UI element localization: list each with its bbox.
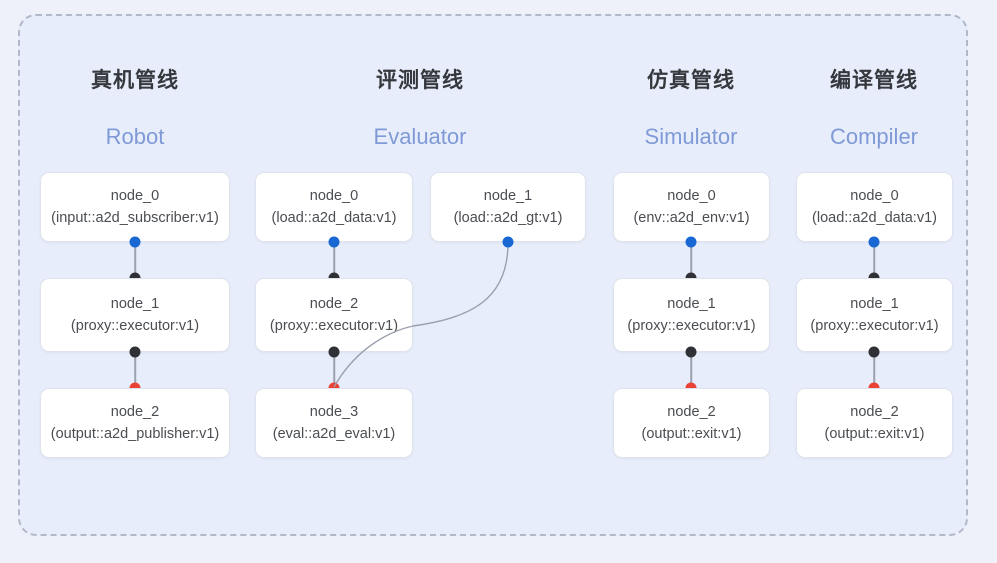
node-compiler-1[interactable]: node_1 (proxy::executor:v1) bbox=[796, 278, 953, 352]
node-type: (load::a2d_gt:v1) bbox=[453, 210, 563, 226]
column-title-evaluator-en: Evaluator bbox=[373, 124, 467, 149]
column-title-simulator-cn: 仿真管线 bbox=[647, 69, 735, 92]
edge-evaluator-0-2 bbox=[333, 242, 335, 278]
node-compiler-2[interactable]: node_2 (output::exit:v1) bbox=[796, 388, 953, 458]
node-type: (proxy::executor:v1) bbox=[627, 318, 756, 334]
edge-robot-0-1 bbox=[134, 242, 136, 278]
edge-simulator-0-1 bbox=[690, 242, 692, 278]
node-simulator-2[interactable]: node_2 (output::exit:v1) bbox=[613, 388, 770, 458]
edge-compiler-1-2 bbox=[873, 352, 875, 388]
node-compiler-0[interactable]: node_0 (load::a2d_data:v1) bbox=[796, 172, 953, 242]
node-type: (load::a2d_data:v1) bbox=[812, 210, 937, 226]
node-evaluator-3[interactable]: node_3 (eval::a2d_eval:v1) bbox=[255, 388, 413, 458]
node-name: node_2 bbox=[667, 404, 716, 420]
node-evaluator-2[interactable]: node_2 (proxy::executor:v1) bbox=[255, 278, 413, 352]
port-output-evaluator-1[interactable] bbox=[502, 236, 514, 248]
column-title-robot-cn: 真机管线 bbox=[91, 69, 179, 92]
node-evaluator-0[interactable]: node_0 (load::a2d_data:v1) bbox=[255, 172, 413, 242]
node-name: node_3 bbox=[309, 404, 359, 420]
node-type: (env::a2d_env:v1) bbox=[633, 210, 750, 226]
edge-simulator-1-2 bbox=[690, 352, 692, 388]
node-type: (output::exit:v1) bbox=[824, 426, 925, 442]
node-evaluator-1[interactable]: node_1 (load::a2d_gt:v1) bbox=[430, 172, 586, 242]
node-name: node_1 bbox=[110, 296, 160, 312]
node-type: (proxy::executor:v1) bbox=[70, 318, 200, 334]
port-output-robot-1[interactable] bbox=[129, 346, 141, 358]
node-name: node_0 bbox=[309, 188, 359, 204]
node-robot-1[interactable]: node_1 (proxy::executor:v1) bbox=[40, 278, 230, 352]
column-title-compiler-cn: 编译管线 bbox=[830, 69, 918, 92]
node-type: (output::a2d_publisher:v1) bbox=[50, 426, 220, 442]
node-name: node_2 bbox=[309, 296, 359, 312]
port-output-compiler-1[interactable] bbox=[868, 346, 880, 358]
edge-compiler-0-1 bbox=[873, 242, 875, 278]
node-name: node_1 bbox=[850, 296, 899, 312]
node-name: node_2 bbox=[110, 404, 160, 420]
node-type: (load::a2d_data:v1) bbox=[271, 210, 397, 226]
port-output-evaluator-0[interactable] bbox=[328, 236, 340, 248]
node-name: node_1 bbox=[667, 296, 716, 312]
node-name: node_0 bbox=[850, 188, 899, 204]
node-name: node_2 bbox=[850, 404, 899, 420]
column-title-evaluator-cn: 评测管线 bbox=[376, 69, 464, 92]
port-output-evaluator-2[interactable] bbox=[328, 346, 340, 358]
node-type: (proxy::executor:v1) bbox=[269, 318, 399, 334]
node-robot-0[interactable]: node_0 (input::a2d_subscriber:v1) bbox=[40, 172, 230, 242]
port-output-robot-0[interactable] bbox=[129, 236, 141, 248]
column-title-robot-en: Robot bbox=[105, 124, 165, 149]
edge-robot-1-2 bbox=[134, 352, 136, 388]
node-robot-2[interactable]: node_2 (output::a2d_publisher:v1) bbox=[40, 388, 230, 458]
node-type: (eval::a2d_eval:v1) bbox=[272, 426, 396, 442]
port-output-simulator-1[interactable] bbox=[685, 346, 697, 358]
column-title-simulator-en: Simulator bbox=[644, 124, 738, 149]
node-name: node_1 bbox=[483, 188, 533, 204]
node-simulator-1[interactable]: node_1 (proxy::executor:v1) bbox=[613, 278, 770, 352]
column-title-compiler-en: Compiler bbox=[829, 124, 919, 149]
node-type: (input::a2d_subscriber:v1) bbox=[51, 210, 219, 226]
node-name: node_0 bbox=[110, 188, 160, 204]
port-output-compiler-0[interactable] bbox=[868, 236, 880, 248]
node-type: (proxy::executor:v1) bbox=[810, 318, 939, 334]
node-name: node_0 bbox=[667, 188, 716, 204]
node-type: (output::exit:v1) bbox=[641, 426, 742, 442]
port-output-simulator-0[interactable] bbox=[685, 236, 697, 248]
node-simulator-0[interactable]: node_0 (env::a2d_env:v1) bbox=[613, 172, 770, 242]
